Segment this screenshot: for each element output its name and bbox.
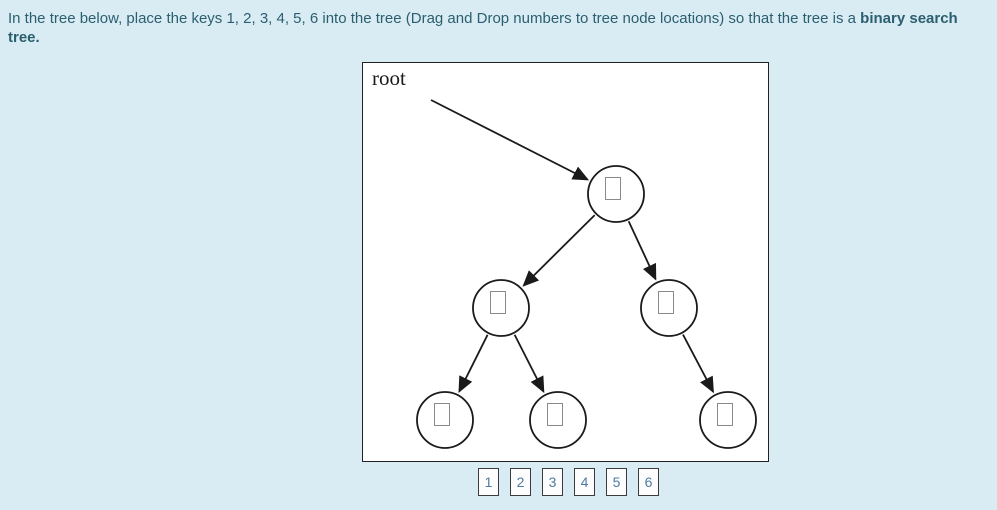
number-tile-6[interactable]: 6 [638, 468, 659, 496]
instruction-text: In the tree below, place the keys 1, 2, … [8, 9, 992, 47]
number-tile-2[interactable]: 2 [510, 468, 531, 496]
root-pointer-arrow [430, 99, 590, 181]
drop-target-right[interactable] [658, 291, 674, 314]
root-label: root [372, 66, 406, 90]
drop-target-right-right[interactable] [717, 403, 733, 426]
edge-right-to-right-right [682, 334, 714, 394]
tree-svg [416, 99, 757, 449]
edge-left-to-left-right [513, 334, 545, 394]
number-tile-1[interactable]: 1 [478, 468, 499, 496]
tree-panel: root [362, 62, 769, 462]
number-tile-5[interactable]: 5 [606, 468, 627, 496]
edge-root-to-right [627, 220, 657, 281]
drop-target-left-left[interactable] [434, 403, 450, 426]
drop-target-left-right[interactable] [547, 403, 563, 426]
number-tile-3[interactable]: 3 [542, 468, 563, 496]
instruction-bold: binary search tree. [8, 10, 958, 46]
number-tile-4[interactable]: 4 [574, 468, 595, 496]
edge-root-to-left [522, 214, 596, 287]
instruction-prefix: In the tree below, place the keys 1, 2, … [8, 10, 861, 27]
drop-target-root[interactable] [605, 177, 621, 200]
drop-target-left[interactable] [490, 291, 506, 314]
edge-left-to-left-left [458, 334, 489, 393]
